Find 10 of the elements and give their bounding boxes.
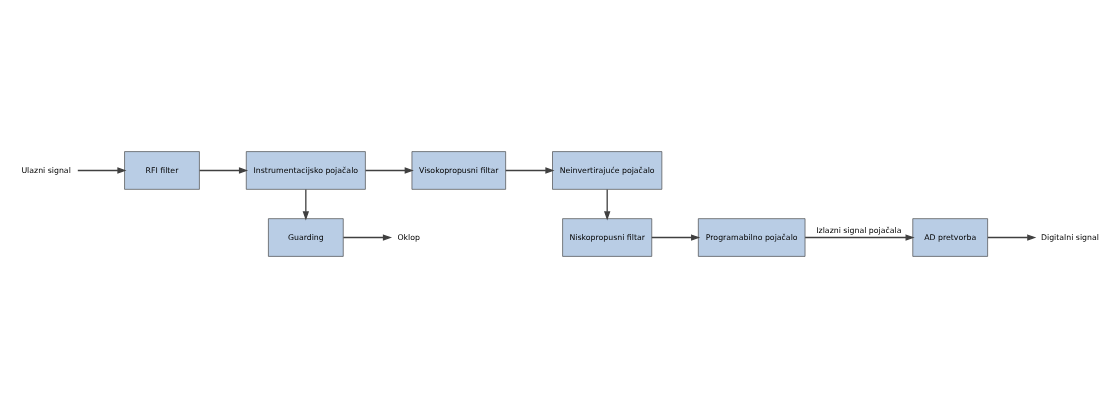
arrow <box>342 234 392 241</box>
arrow <box>77 167 127 174</box>
arrow <box>199 167 249 174</box>
arrow <box>364 167 414 174</box>
arrow <box>505 167 555 174</box>
arrow <box>302 188 310 221</box>
arrow <box>987 234 1037 241</box>
arrow <box>651 234 701 241</box>
arrow <box>604 188 611 221</box>
arrow <box>804 234 915 241</box>
